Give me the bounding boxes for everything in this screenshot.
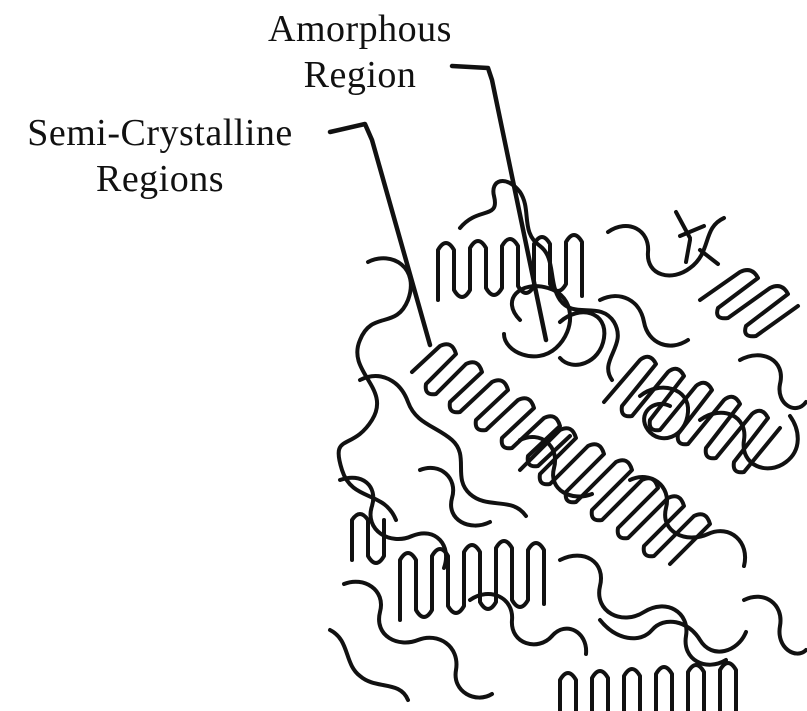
amorphous-leader-line (452, 66, 546, 340)
semicrystalline-leader-line (330, 124, 430, 345)
lamella-center (520, 428, 710, 564)
lamella-left-diagonal (412, 344, 570, 466)
lamella-bottom (560, 663, 736, 711)
lamella-top (438, 235, 582, 300)
